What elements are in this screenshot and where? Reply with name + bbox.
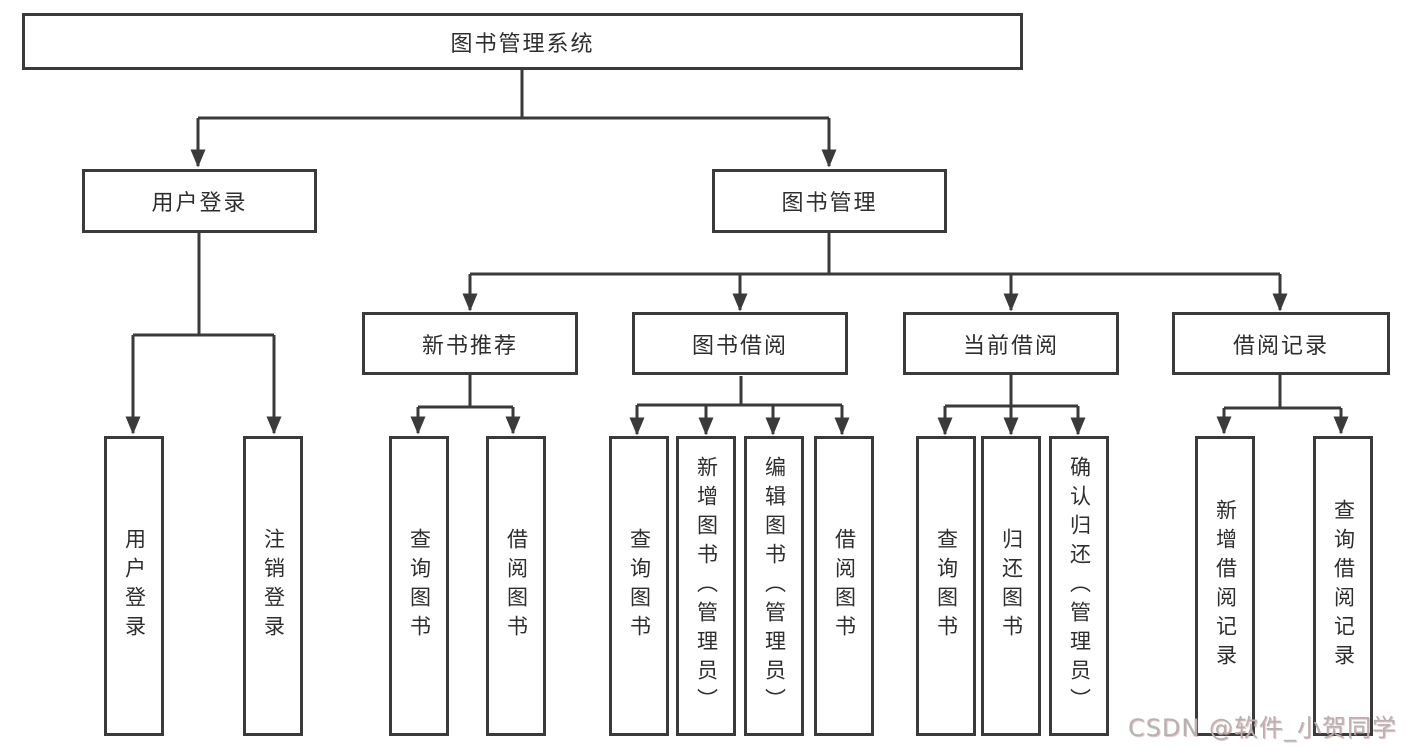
node-current-borrowing: 当前借阅: [903, 312, 1119, 375]
leaf-query-borrow-record: 查询借阅记录: [1313, 436, 1373, 736]
leaf-user-login: 用户登录: [104, 436, 164, 736]
leaf-borrow-book-recommend: 借阅图书: [486, 436, 546, 736]
csdn-watermark: CSDN @软件_小贺同学: [1127, 714, 1397, 742]
leaf-confirm-return-admin: 确认归还（管理员）: [1049, 436, 1109, 736]
node-user-login: 用户登录: [82, 169, 317, 233]
node-borrowing-records: 借阅记录: [1172, 312, 1390, 375]
leaf-return-book: 归还图书: [981, 436, 1041, 736]
leaf-query-book-current: 查询图书: [916, 436, 976, 736]
node-new-book-recommend: 新书推荐: [362, 312, 578, 375]
node-book-management: 图书管理: [712, 169, 947, 233]
leaf-query-book: 查询图书: [609, 436, 669, 736]
leaf-edit-book-admin: 编辑图书（管理员）: [744, 436, 804, 736]
leaf-query-book-recommend: 查询图书: [389, 436, 449, 736]
node-book-borrowing: 图书借阅: [632, 312, 848, 375]
leaf-add-borrow-record: 新增借阅记录: [1195, 436, 1255, 736]
leaf-borrow-book: 借阅图书: [814, 436, 874, 736]
leaf-add-book-admin: 新增图书（管理员）: [676, 436, 736, 736]
leaf-logout: 注销登录: [243, 436, 303, 736]
node-root: 图书管理系统: [22, 13, 1023, 70]
